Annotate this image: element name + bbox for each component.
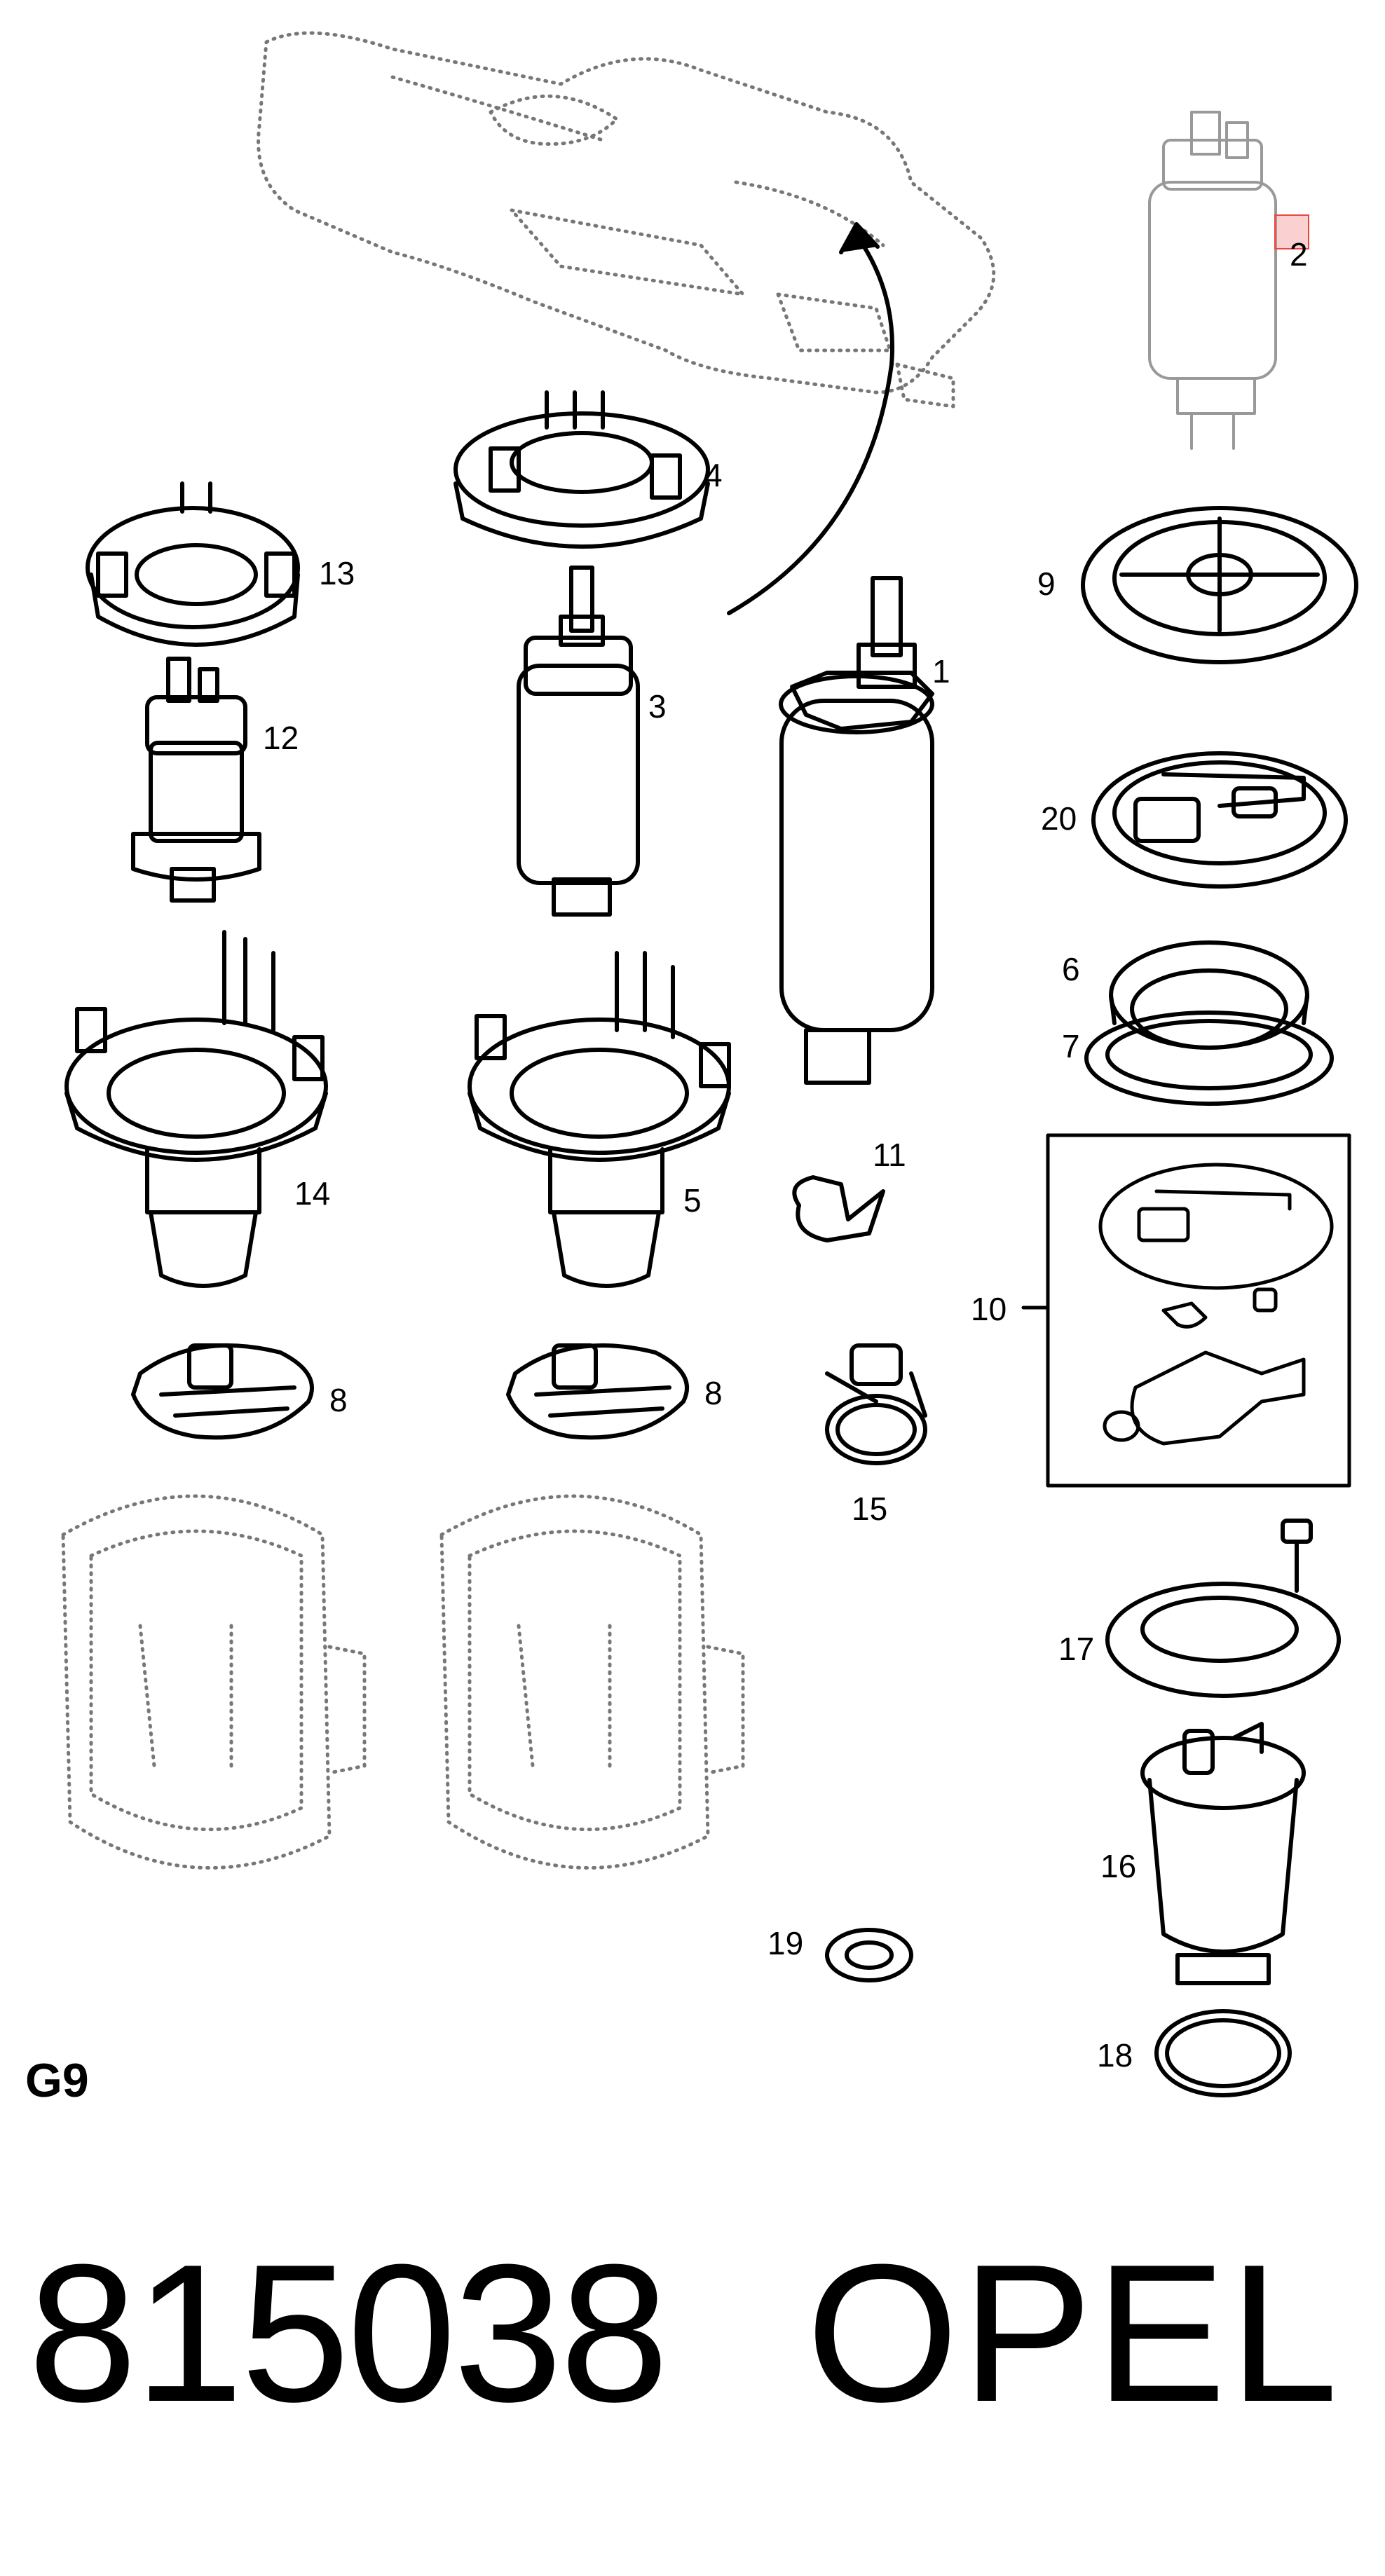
callout-18: 18 (1097, 2037, 1133, 2074)
callout-5: 5 (683, 1182, 702, 1219)
part-2-highlight-marker[interactable] (1274, 214, 1309, 249)
callout-2: 2 (1290, 236, 1308, 273)
callout-3: 3 (648, 688, 667, 725)
part-1-pump (779, 576, 934, 1085)
part-20-cover (1091, 751, 1348, 889)
part-13-ring (86, 481, 300, 647)
part-2-pump-faded (1148, 111, 1277, 450)
part-15-hose-clamp (825, 1343, 927, 1465)
callout-15: 15 (852, 1491, 888, 1527)
part-19-seal (825, 1928, 913, 1982)
callout-14: 14 (294, 1175, 331, 1212)
part-9-flange (1081, 506, 1358, 664)
part-16-pump-module (1140, 1722, 1306, 1985)
callout-8-center: 8 (704, 1375, 723, 1411)
callout-9: 9 (1037, 566, 1056, 602)
part-number: 815038 (28, 2224, 669, 2443)
part-18-o-ring (1154, 2009, 1292, 2097)
brand-name: OPEL (806, 2224, 1342, 2443)
part-11-clip (792, 1175, 885, 1242)
housing-outline-left (61, 1494, 367, 1870)
callout-20: 20 (1041, 800, 1077, 837)
part-4-retaining-ring (453, 390, 710, 549)
part-8-filter-center (506, 1343, 689, 1440)
callout-16: 16 (1100, 1848, 1137, 1884)
part-5-reservoir (468, 951, 731, 1288)
callout-7: 7 (1062, 1028, 1080, 1064)
part-14-reservoir (64, 930, 328, 1288)
part-12-pump (131, 657, 261, 903)
part-17-flange (1105, 1519, 1341, 1698)
part-3-pump (517, 566, 640, 917)
callout-8-left: 8 (329, 1382, 348, 1418)
callout-11: 11 (873, 1137, 906, 1173)
callout-13: 13 (319, 555, 355, 591)
exploded-parts-diagram (61, 31, 1358, 2097)
callout-17: 17 (1058, 1631, 1095, 1667)
callout-12: 12 (263, 720, 299, 756)
part-6-ring (1109, 940, 1309, 1050)
fuel-tank-outline (257, 31, 996, 409)
part-8-filter-left (131, 1343, 314, 1440)
part-10-kit-box (1021, 1133, 1351, 1488)
section-label: G9 (25, 2054, 89, 2107)
callout-10: 10 (971, 1291, 1007, 1327)
callout-4: 4 (704, 457, 723, 493)
callout-19: 19 (767, 1925, 804, 1961)
part-7-ring (1084, 1010, 1334, 1106)
callout-6: 6 (1062, 951, 1080, 987)
callout-1: 1 (932, 653, 950, 690)
insertion-arrow (727, 222, 894, 615)
housing-outline-center (439, 1494, 745, 1870)
